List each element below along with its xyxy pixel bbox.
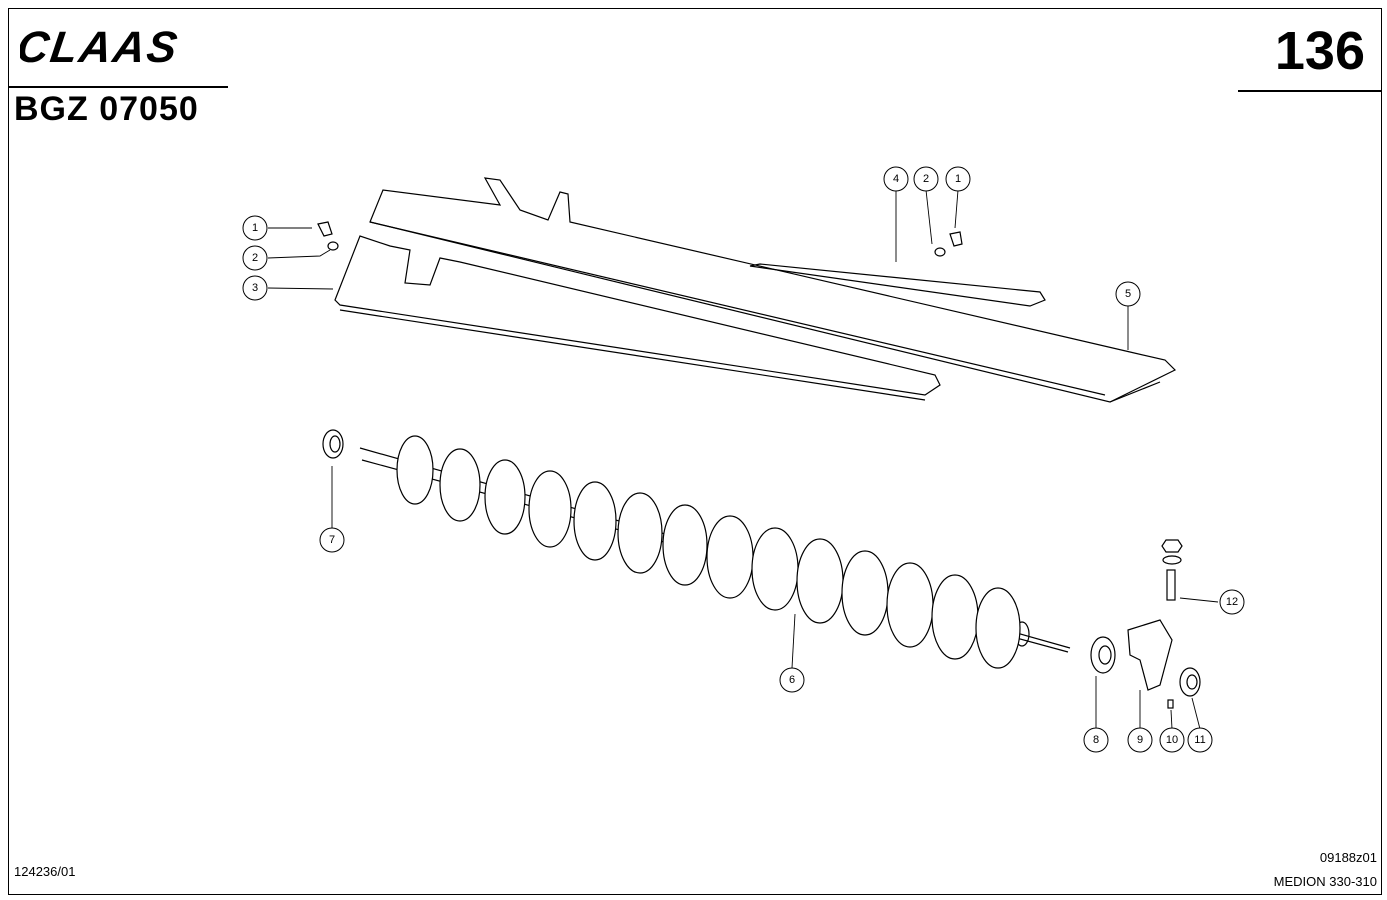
callout-1-right-label: 1 <box>955 173 961 185</box>
machine-name: MEDION 330-310 <box>1273 874 1377 889</box>
cover-plate-upper <box>369 177 1177 403</box>
washer-left <box>327 241 339 251</box>
callout-2-right-label: 2 <box>923 173 929 185</box>
callout-12-label: 12 <box>1226 596 1238 608</box>
auger-flights <box>396 435 1021 669</box>
callout-6 <box>779 667 805 693</box>
callout-1-right <box>945 166 971 192</box>
side-plate-lower <box>334 235 941 396</box>
callout-5 <box>1115 281 1141 307</box>
callout-12 <box>1219 589 1245 615</box>
page-frame <box>8 8 1382 895</box>
callout-6-label: 6 <box>789 674 795 686</box>
header-rule-left <box>8 86 228 88</box>
callout-3 <box>242 275 268 301</box>
svg-text:CLAAS: CLAAS <box>20 26 182 66</box>
bolt-right <box>949 231 963 247</box>
callout-2-right <box>913 166 939 192</box>
callout-3-label: 3 <box>252 282 258 294</box>
claas-logo: CLAAS <box>20 26 182 66</box>
header-rule-right <box>1238 90 1382 92</box>
figure-code: 09188z01 <box>1319 850 1377 865</box>
callout-11 <box>1187 727 1213 753</box>
model-code: BGZ 07050 <box>14 90 199 128</box>
callout-2-left <box>242 245 268 271</box>
callout-11-label: 11 <box>1194 734 1205 746</box>
page-number: 136 <box>1274 21 1365 81</box>
callout-10-label: 10 <box>1166 734 1178 746</box>
callout-8 <box>1083 727 1109 753</box>
callout-9 <box>1127 727 1153 753</box>
callout-10 <box>1159 727 1185 753</box>
callout-2-left-label: 2 <box>252 252 258 264</box>
bolt-left <box>317 221 333 237</box>
side-plate-lower-edge <box>339 309 926 401</box>
callout-1-left <box>242 215 268 241</box>
callout-7-label: 7 <box>329 534 335 546</box>
bolt <box>1166 569 1176 601</box>
strip-upper <box>749 263 1046 307</box>
callout-4 <box>883 166 909 192</box>
callout-8-label: 8 <box>1093 734 1099 746</box>
callout-4-label: 4 <box>893 173 899 185</box>
bearing-bracket <box>1127 619 1173 691</box>
washer-right <box>934 247 946 257</box>
callout-5-label: 5 <box>1125 288 1131 300</box>
drawing-number: 124236/01 <box>14 864 76 879</box>
cover-plate-upper-fold <box>369 221 1161 403</box>
pin <box>1167 699 1174 709</box>
nut <box>1161 539 1183 553</box>
callout-7 <box>319 527 345 553</box>
callout-9-label: 9 <box>1137 734 1143 746</box>
callout-1-left-label: 1 <box>252 222 258 234</box>
